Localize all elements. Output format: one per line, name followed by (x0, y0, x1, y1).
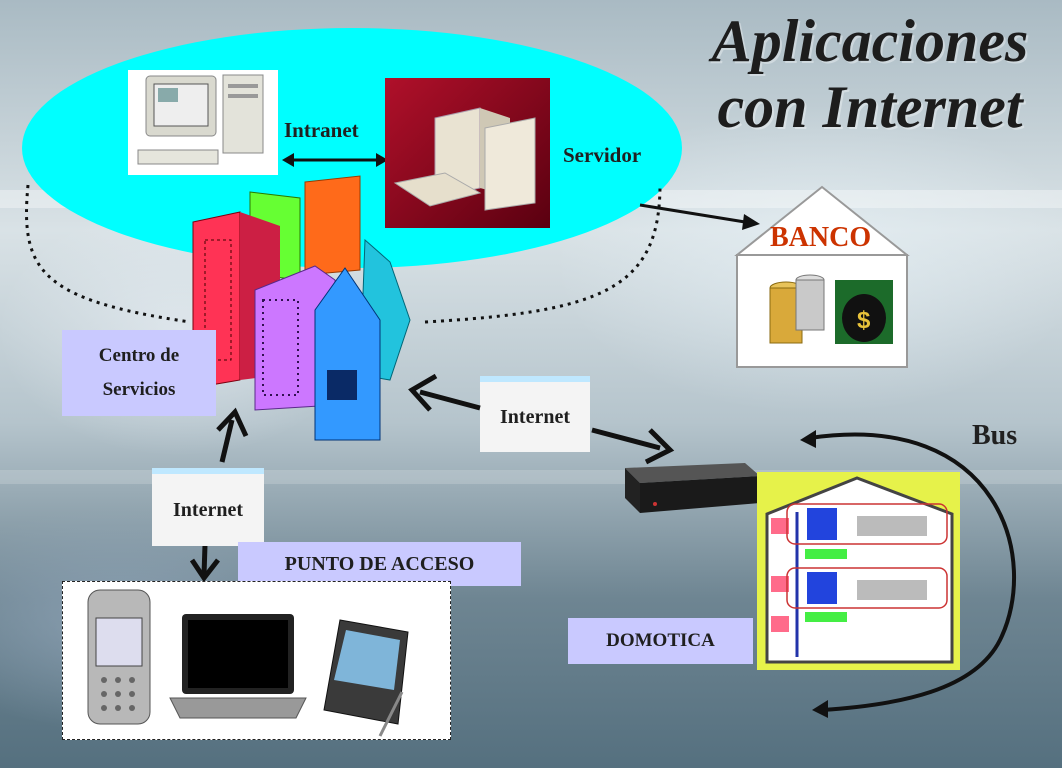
server-icon (385, 78, 550, 228)
money-bag-icon: $ (835, 280, 893, 344)
title-line-2: con Internet (717, 74, 1023, 140)
smartphone-icon (87, 589, 151, 725)
page-title: Aplicaciones con Internet (690, 8, 1050, 140)
banco-label: BANCO (770, 222, 872, 253)
bus-label: Bus (972, 420, 1018, 451)
domotica-box: DOMOTICA (568, 618, 753, 664)
computer-icon (128, 70, 278, 175)
centro-servicios-box: Centro de Servicios (62, 330, 216, 416)
coins-icon (769, 274, 825, 344)
punto-acceso-box: PUNTO DE ACCESO (238, 542, 521, 586)
centro-line-2: Servicios (102, 379, 176, 400)
home-gateway-icon (625, 463, 760, 513)
pda-icon (323, 619, 409, 737)
internet-cloud-left: Internet (152, 468, 264, 546)
internet-cloud-center: Internet (480, 376, 590, 452)
centro-line-1: Centro de (98, 345, 180, 366)
title-line-1: Aplicaciones (711, 8, 1029, 74)
intranet-label: Intranet (284, 118, 359, 142)
svg-text:$: $ (857, 307, 871, 334)
servidor-label: Servidor (563, 143, 642, 167)
house-network-icon (757, 472, 960, 670)
laptop-icon (169, 614, 307, 719)
